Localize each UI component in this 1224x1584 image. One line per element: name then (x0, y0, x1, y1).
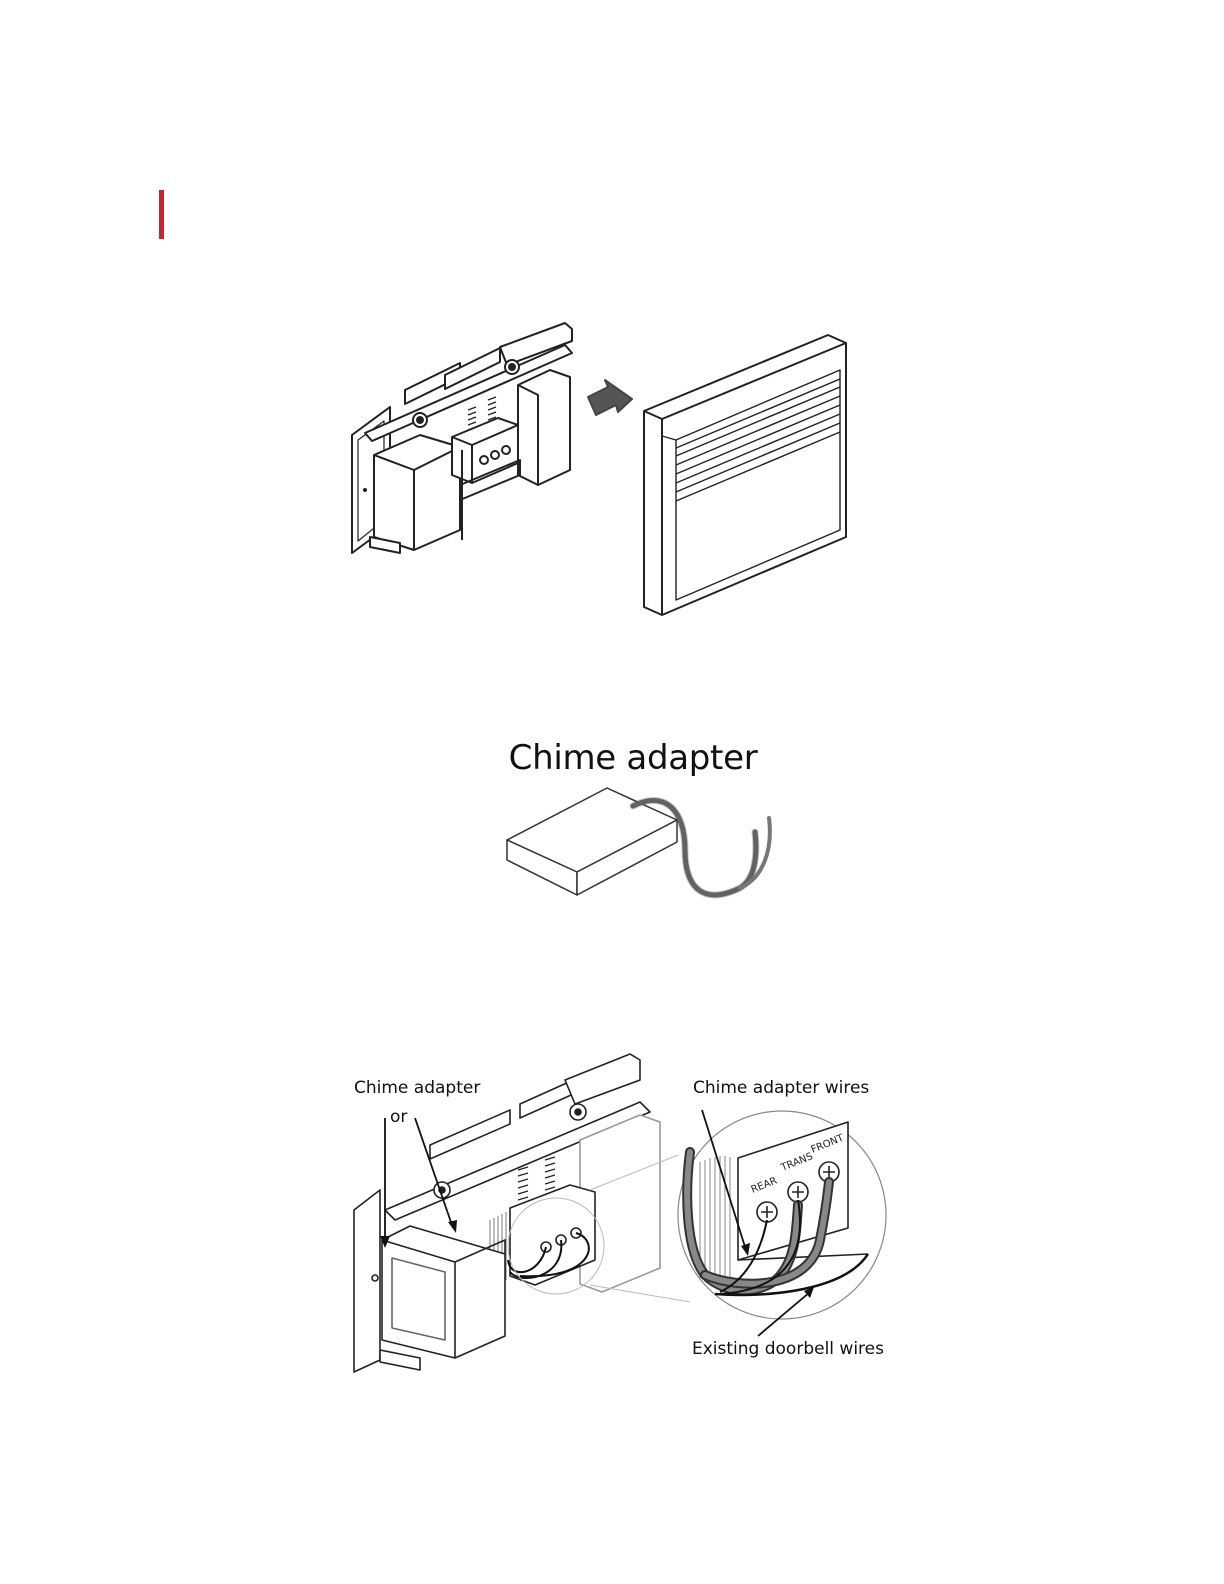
callout-or: or (390, 1107, 407, 1127)
chime-adapter-illustration (495, 780, 785, 910)
callout-existing-doorbell-wires: Existing doorbell wires (692, 1339, 884, 1359)
chime-and-cover-illustration (340, 315, 860, 625)
callout-chime-adapter: Chime adapter (354, 1078, 480, 1098)
callout-chime-adapter-wires: Chime adapter wires (693, 1078, 869, 1098)
section-accent-bar (159, 190, 164, 239)
chime-adapter-title: Chime adapter (470, 738, 796, 778)
